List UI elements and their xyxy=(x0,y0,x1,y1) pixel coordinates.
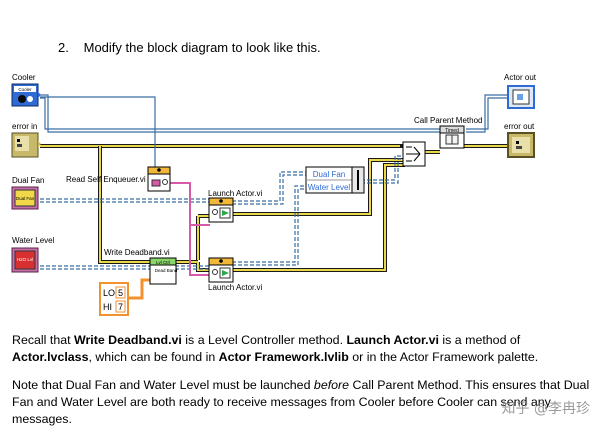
actor-out-indicator[interactable] xyxy=(507,85,535,109)
merge-errors-node[interactable] xyxy=(402,141,426,167)
paragraph-note: Note that Dual Fan and Water Level must … xyxy=(12,377,597,428)
p2-text-2: Call Parent Method. This ensures that Du… xyxy=(12,378,590,426)
dual-fan-icon-text: Dual Fan xyxy=(16,196,35,201)
dual-fan-label: Dual Fan xyxy=(12,176,44,185)
error-in-control[interactable] xyxy=(11,132,41,158)
bundle-water-level-text: Water Level xyxy=(308,183,351,192)
paragraph-recall: Recall that Write Deadband.vi is a Level… xyxy=(12,332,597,366)
launch-actor-2-label: Launch Actor.vi xyxy=(208,283,262,292)
step-instruction: 2. Modify the block diagram to look like… xyxy=(58,40,321,55)
write-deadband-icon-bottom: Dead Band xyxy=(155,268,178,273)
cooler-control[interactable]: Cooler xyxy=(11,83,41,107)
bundle-node[interactable]: Dual Fan Water Level xyxy=(305,166,365,194)
launch-actor-1-label: Launch Actor.vi xyxy=(208,189,262,198)
lo-label: LO xyxy=(103,288,115,298)
error-out-indicator[interactable] xyxy=(507,132,535,158)
step-text: Modify the block diagram to look like th… xyxy=(83,40,321,55)
write-deadband-icon-top: Lvl Ctrl xyxy=(156,260,170,265)
read-self-enqueuer-label: Read Self Enqueuer.vi xyxy=(66,175,146,184)
actor-out-label: Actor out xyxy=(504,73,537,82)
cooler-label: Cooler xyxy=(12,73,36,82)
error-wire xyxy=(40,144,508,272)
call-parent-icon-text: Timed xyxy=(445,128,459,134)
p1-bold-actor-lvclass: Actor.lvclass xyxy=(12,350,89,364)
p1-bold-launch-actor: Launch Actor.vi xyxy=(346,333,439,347)
lo-value: 5 xyxy=(118,288,123,298)
block-diagram: Cooler Cooler error in Dual Fan Dual Fan… xyxy=(11,73,537,316)
water-level-label: Water Level xyxy=(12,236,55,245)
launch-actor-2-node[interactable] xyxy=(208,257,234,283)
deadband-cluster-constant[interactable]: LO 5 HI 7 xyxy=(99,282,129,316)
cooler-icon-text: Cooler xyxy=(18,87,32,92)
p1-text-2: is a Level Controller method. xyxy=(181,333,347,347)
watermark: 知乎 @李冉珍 xyxy=(501,401,590,417)
p1-text-3: is a method of xyxy=(438,333,521,347)
call-parent-node[interactable]: Timed xyxy=(439,125,465,149)
p1-text-1: Recall that xyxy=(12,333,74,347)
p1-bold-write-deadband: Write Deadband.vi xyxy=(73,333,182,347)
p2-text-1: Note that Dual Fan and Water Level must … xyxy=(12,378,314,392)
bundle-dual-fan-text: Dual Fan xyxy=(313,170,345,179)
hi-label: HI xyxy=(103,302,112,312)
deadband-wire xyxy=(128,278,152,300)
p1-text-5: or in the Actor Framework palette. xyxy=(348,350,539,364)
hi-value: 7 xyxy=(118,302,123,312)
p1-bold-actor-framework: Actor Framework.lvlib xyxy=(218,350,349,364)
call-parent-label: Call Parent Method xyxy=(414,116,482,125)
step-number: 2. xyxy=(58,40,69,55)
enqueuer-wire xyxy=(170,182,210,276)
write-deadband-label: Write Deadband.vi xyxy=(104,248,170,257)
write-deadband-node[interactable]: Lvl Ctrl Dead Band xyxy=(149,257,178,285)
error-out-label: error out xyxy=(504,122,535,131)
dual-fan-control[interactable]: Dual Fan xyxy=(11,186,39,210)
actor-wires xyxy=(40,94,508,270)
p2-italic-before: before xyxy=(313,378,350,392)
error-in-label: error in xyxy=(12,122,37,131)
water-level-icon-text: H2O Lvl xyxy=(17,257,33,262)
wires xyxy=(40,94,508,300)
launch-actor-1-node[interactable] xyxy=(208,197,234,223)
water-level-control[interactable]: H2O Lvl xyxy=(11,247,39,273)
p1-text-4: , which can be found in xyxy=(88,350,219,364)
read-self-enqueuer-node[interactable] xyxy=(147,166,171,192)
